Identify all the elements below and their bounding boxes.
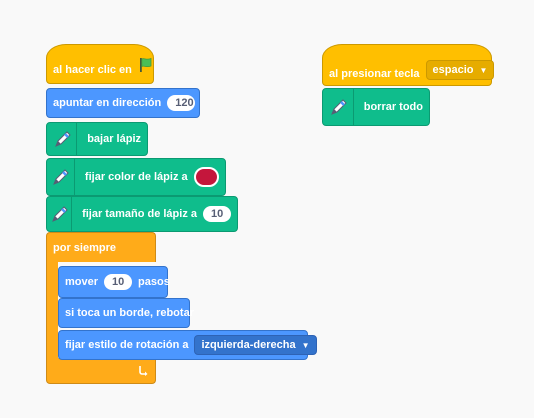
pen-icon	[49, 159, 75, 195]
point-in-direction-label: apuntar en dirección	[53, 97, 162, 109]
clear-label: borrar todo	[363, 101, 423, 113]
forever-top[interactable]: por siempre	[46, 232, 156, 262]
set-pen-color-label: fijar color de lápiz a	[84, 171, 188, 183]
set-rotation-style-block[interactable]: fijar estilo de rotación a izquierda-der…	[58, 330, 317, 360]
key-dropdown[interactable]: espacio ▼	[425, 60, 495, 80]
chevron-down-icon: ▼	[479, 65, 488, 75]
pen-down-label: bajar lápiz	[87, 133, 141, 145]
set-pen-color-block[interactable]: fijar color de lápiz a	[46, 158, 226, 196]
pen-size-input[interactable]: 10	[203, 206, 231, 222]
forever-label: por siempre	[53, 241, 116, 254]
when-flag-clicked-block[interactable]: al hacer clic en	[46, 44, 154, 84]
clear-block[interactable]: borrar todo	[322, 88, 430, 126]
move-steps-block[interactable]: mover 10 pasos	[58, 266, 170, 298]
rotation-style-dropdown[interactable]: izquierda-derecha ▼	[194, 335, 317, 355]
forever-arm	[46, 261, 58, 359]
when-key-pressed-block[interactable]: al presionar tecla espacio ▼	[322, 44, 495, 86]
pen-icon	[325, 89, 354, 125]
point-in-direction-block[interactable]: apuntar en dirección 120	[46, 88, 200, 118]
chevron-down-icon: ▼	[301, 340, 310, 350]
move-label: mover	[65, 276, 99, 288]
move-steps-input[interactable]: 10	[104, 274, 133, 290]
forever-block[interactable]: por siempre	[46, 232, 156, 384]
when-flag-clicked-label: al hacer clic en	[53, 64, 132, 76]
pen-color-swatch[interactable]	[193, 167, 219, 187]
rotation-style-value: izquierda-derecha	[201, 339, 296, 351]
pen-down-block[interactable]: bajar lápiz	[46, 122, 148, 156]
loop-arrow-icon	[137, 364, 149, 379]
pen-icon	[49, 123, 78, 155]
forever-bottom	[46, 358, 156, 384]
pen-icon	[49, 197, 73, 231]
move-suffix: pasos	[138, 276, 170, 288]
direction-input[interactable]: 120	[167, 95, 196, 111]
bounce-label: si toca un borde, rebotar	[65, 307, 194, 319]
key-value: espacio	[432, 64, 474, 76]
set-rotation-style-label: fijar estilo de rotación a	[65, 339, 189, 351]
set-pen-size-block[interactable]: fijar tamaño de lápiz a 10	[46, 196, 238, 232]
set-pen-size-label: fijar tamaño de lápiz a	[82, 208, 197, 220]
green-flag-icon	[138, 57, 154, 76]
bounce-on-edge-block[interactable]: si toca un borde, rebotar	[58, 298, 194, 328]
when-key-pressed-label: al presionar tecla	[329, 68, 420, 80]
